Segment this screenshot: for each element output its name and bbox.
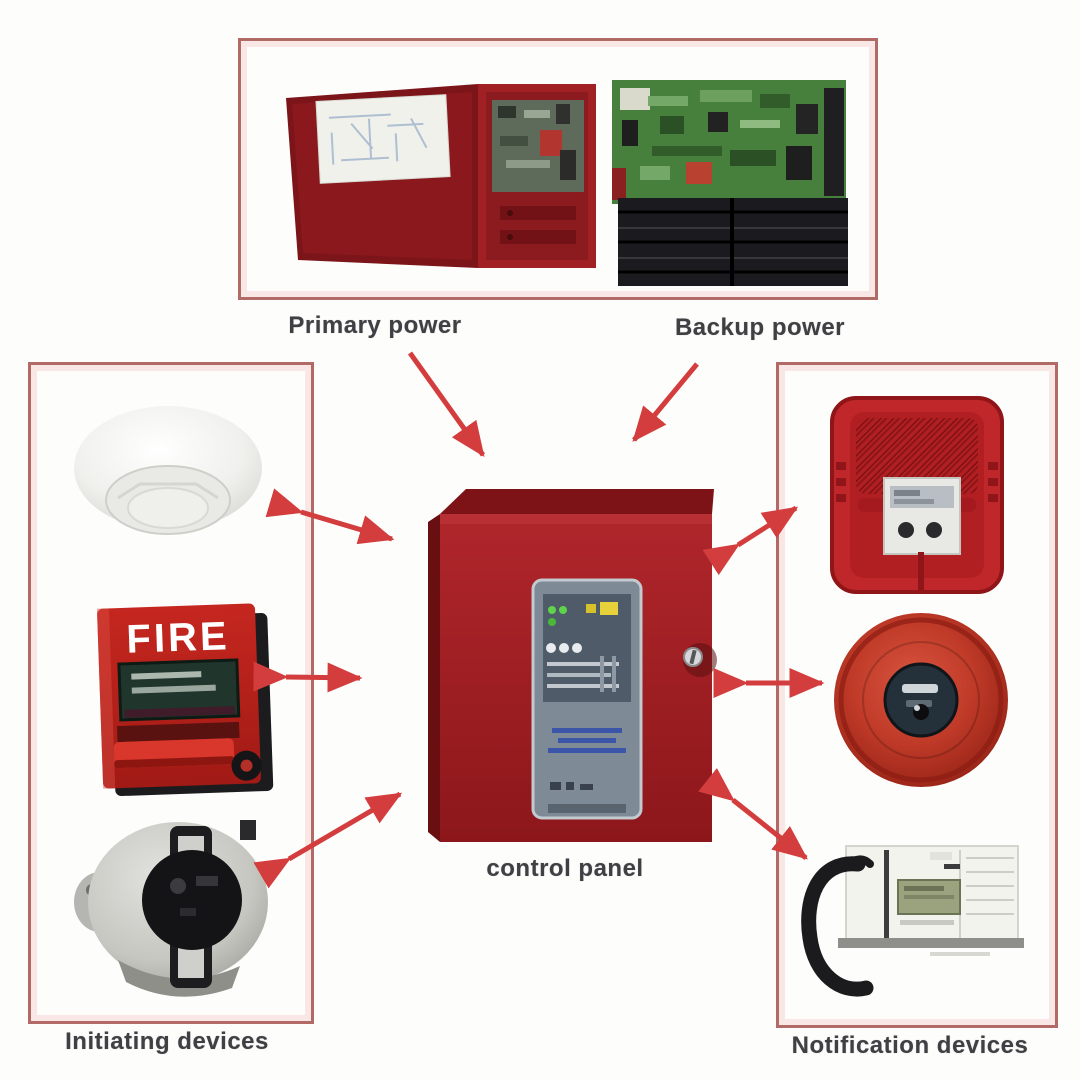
- arrow-primary-to-panel: [407, 351, 486, 458]
- communicator-phone-icon: [801, 845, 1024, 997]
- connector-arrows: [253, 351, 825, 889]
- power-supply-cabinet-icon: [286, 84, 596, 268]
- alarm-bell-icon: [834, 613, 1008, 787]
- arrow-panel-hornstrobe: [702, 505, 799, 576]
- control-panel-label: control panel: [486, 855, 644, 882]
- backup-battery-board-icon: [612, 80, 848, 286]
- horn-strobe-icon: [830, 396, 1004, 594]
- initiating-devices-label: Initiating devices: [65, 1028, 269, 1055]
- notification-devices-label: Notification devices: [791, 1032, 1029, 1059]
- flame-detector-icon: [74, 820, 268, 997]
- control-panel-icon: [428, 489, 717, 842]
- arrow-flamedetector-panel: [253, 791, 403, 889]
- arrow-panel-phone: [698, 768, 808, 860]
- arrow-pullstation-panel: [253, 661, 363, 693]
- arrow-smoke-panel: [265, 488, 395, 545]
- manual-pull-station-icon: FIRE: [96, 603, 274, 797]
- power-group-box: [238, 38, 878, 300]
- smoke-detector-icon: [74, 406, 262, 535]
- initiating-group-box: [28, 362, 314, 1024]
- backup-power-label: Backup power: [674, 314, 846, 341]
- primary-power-label: Primary power: [288, 312, 462, 339]
- pull-station-fire-text: FIRE: [126, 614, 231, 662]
- arrow-backup-to-panel: [632, 362, 699, 442]
